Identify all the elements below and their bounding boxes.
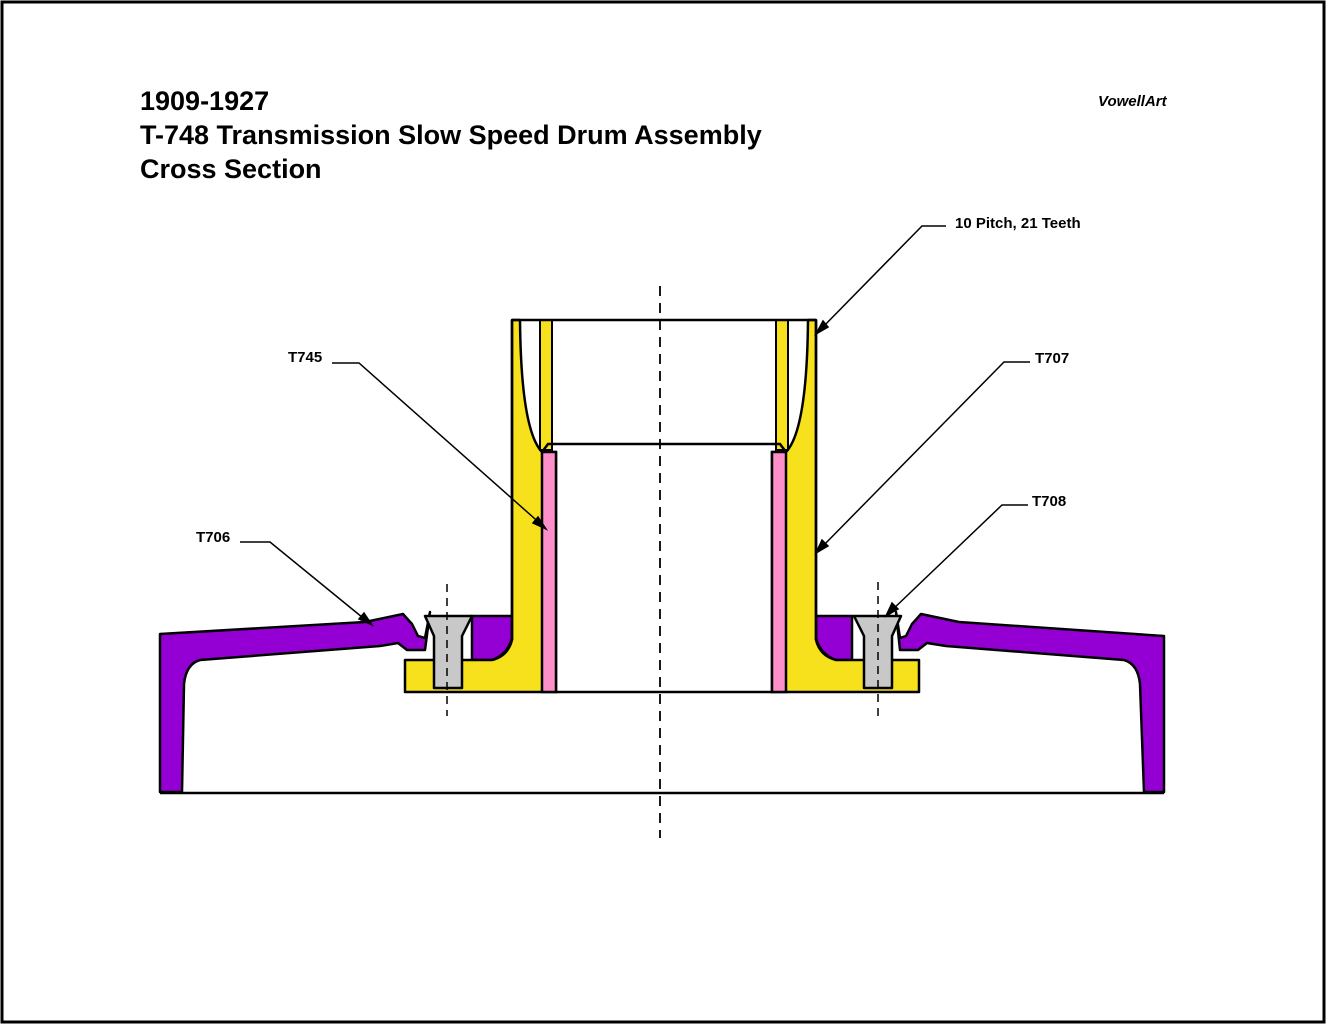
rivet-left [423,614,474,690]
title-subtitle: Cross Section [140,154,322,184]
leader-t706 [240,541,369,623]
leader-t708 [889,504,1028,613]
gear-tooth-left [539,319,553,451]
arrowhead-gear [814,319,830,336]
arrowhead-t708 [884,601,900,618]
bore-step [541,442,787,453]
callout-t707: T707 [1035,350,1069,367]
callout-t708: T708 [1032,493,1066,510]
leader-t707 [818,361,1030,551]
callout-t745: T745 [288,349,322,366]
title-years: 1909-1927 [140,86,270,116]
drum-right-section [894,610,1166,794]
title-main: T-748 Transmission Slow Speed Drum Assem… [140,120,762,150]
arrowhead-t745 [531,515,549,531]
callout-gear: 10 Pitch, 21 Teeth [955,215,1081,232]
bushing-left [540,450,558,694]
gear-tooth-right [775,319,789,451]
brand-signature: VowellArt [1098,93,1167,110]
bushing-right [770,450,788,694]
arrowhead-t707 [814,538,830,555]
title-block: 1909-1927 T-748 Transmission Slow Speed … [140,84,762,186]
arrowhead-t706 [357,611,375,627]
drum-left-section [158,610,432,794]
gear-outline [510,318,818,640]
leader-t745 [332,362,544,527]
callout-t706: T706 [196,529,230,546]
leader-gear [819,225,946,331]
